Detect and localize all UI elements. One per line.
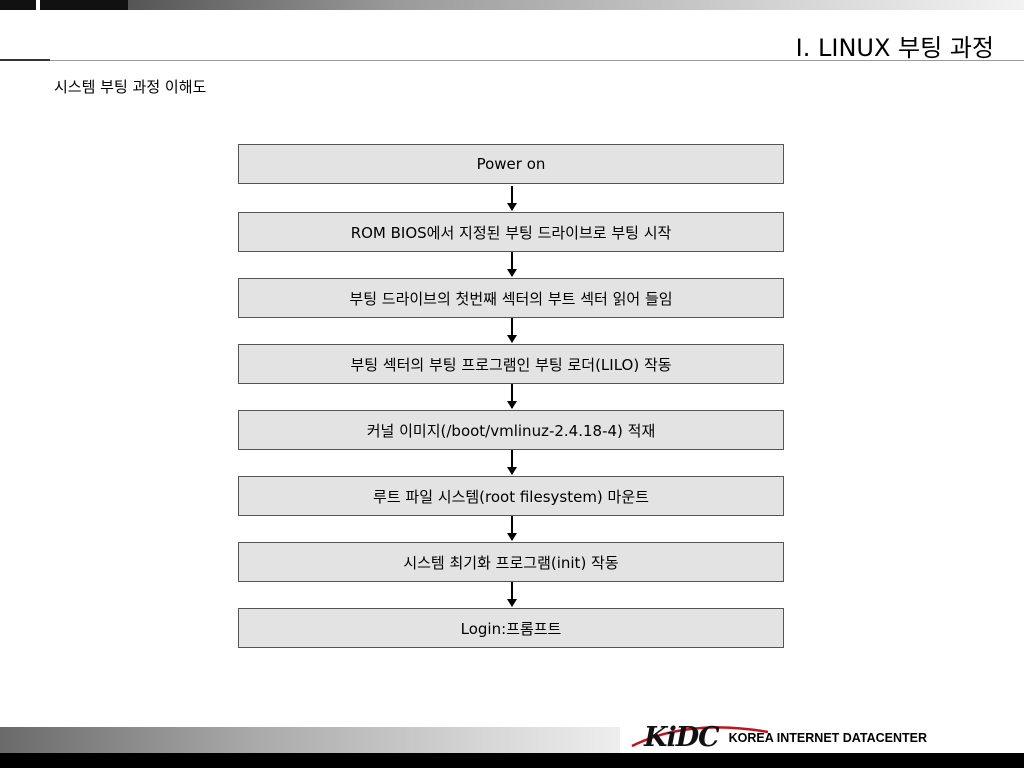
section-subtitle: 시스템 부팅 과정 이해도 [54,78,207,96]
footer-logo: KiDC KOREA INTERNET DATACENTER [620,722,1024,753]
bottom-decorative-gradient [0,727,620,753]
flow-step-bios: ROM BIOS에서 지정된 부팅 드라이브로 부팅 시작 [238,212,784,252]
flow-arrow [507,582,517,607]
flow-step-login: Login:프롬프트 [238,608,784,648]
flow-step-boot-loader: 부팅 섹터의 부팅 프로그램인 부팅 로더(LILO) 작동 [238,344,784,384]
logo-text: KOREA INTERNET DATACENTER [728,730,928,745]
flow-arrow [507,318,517,343]
logo-wordmark: KiDC [644,722,720,753]
flow-arrow [507,252,517,277]
flow-step-boot-sector: 부팅 드라이브의 첫번째 섹터의 부트 섹터 읽어 들임 [238,278,784,318]
flow-step-root-mount: 루트 파일 시스템(root filesystem) 마운트 [238,476,784,516]
title-divider-accent [0,59,50,61]
flow-arrow [507,516,517,541]
flow-arrow [507,186,517,211]
flow-step-power-on: Power on [238,144,784,184]
top-bar-gradient [128,0,1024,10]
top-decorative-bar [0,0,1024,10]
flow-arrow [507,450,517,475]
top-bar-dark-segment [0,0,128,10]
title-divider [0,60,1024,61]
logo-swoosh-icon [631,726,769,748]
flow-arrow [507,384,517,409]
flow-step-init: 시스템 최기화 프로그램(init) 작동 [238,542,784,582]
slide-title: Ⅰ. LINUX 부팅 과정 [795,34,994,62]
bottom-decorative-bar [0,753,1024,768]
flow-step-kernel-load: 커널 이미지(/boot/vmlinuz-2.4.18-4) 적재 [238,410,784,450]
